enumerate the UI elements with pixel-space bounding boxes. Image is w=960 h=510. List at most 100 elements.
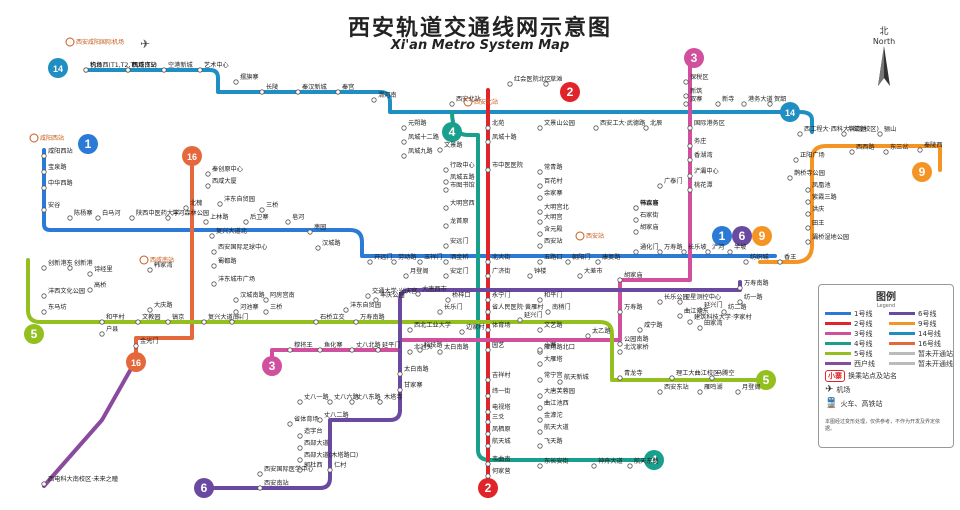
station[interactable]: 丈八东路: [349, 393, 382, 405]
station[interactable]: 西电科大南校区·未来之瞳: [41, 475, 118, 487]
station[interactable]: 甘家寨: [397, 381, 423, 393]
station[interactable]: 含元殿: [537, 225, 563, 237]
station[interactable]: 石家街: [633, 211, 659, 223]
station[interactable]: 丈八一路: [297, 393, 330, 405]
station[interactable]: 秦创原中心: [205, 165, 243, 177]
station[interactable]: 万寿南路: [353, 313, 386, 325]
station[interactable]: 五路口: [537, 253, 563, 265]
station[interactable]: 西咸大厦: [205, 177, 237, 189]
station[interactable]: 创新港东: [41, 259, 73, 271]
station[interactable]: 沣东自贸园: [343, 301, 381, 313]
station[interactable]: 康复路: [595, 253, 622, 265]
station[interactable]: 沣河森林公园: [165, 209, 209, 221]
station[interactable]: 万寿路: [657, 243, 684, 255]
station[interactable]: 沣西文化公园: [41, 287, 85, 299]
station[interactable]: 体育场: [485, 321, 511, 333]
station[interactable]: 曲江池东: [677, 307, 709, 319]
station[interactable]: 卫星测控中心: [677, 293, 721, 305]
station[interactable]: 三桥: [263, 303, 283, 315]
station[interactable]: 渭河南: [371, 91, 397, 103]
station[interactable]: 三爻: [485, 414, 505, 425]
station[interactable]: 后卫寨: [243, 213, 269, 225]
station[interactable]: 飞天路: [537, 437, 564, 449]
station[interactable]: 西安工大·武德路: [593, 119, 646, 131]
station[interactable]: 开远门: [367, 253, 393, 265]
station[interactable]: 交通大学·兴庆宫: [365, 287, 417, 299]
station[interactable]: 东三岔: [883, 143, 909, 155]
station[interactable]: 青龙寺: [617, 369, 643, 381]
station[interactable]: 市中医医院: [485, 161, 523, 173]
station[interactable]: 胡家庙: [617, 271, 643, 283]
station[interactable]: 河池寨: [233, 303, 259, 315]
station[interactable]: 西安国际足球中心: [211, 243, 268, 255]
station[interactable]: 长乐公园: [657, 293, 689, 305]
station[interactable]: 理工大曲江校区: [669, 369, 720, 381]
station[interactable]: 保税区: [683, 73, 709, 85]
station[interactable]: 宝泉路: [41, 163, 68, 175]
station[interactable]: 建筑科技大学·李家村: [687, 313, 752, 325]
station[interactable]: 西工程大·西科大(临潼校区): [797, 125, 879, 137]
station[interactable]: 户县: [99, 325, 119, 337]
station[interactable]: 纺一路: [737, 293, 764, 305]
station[interactable]: 钓台: [83, 61, 103, 73]
station[interactable]: 复兴大道北: [209, 227, 248, 239]
station[interactable]: 陕西中医药大学: [129, 209, 180, 221]
station[interactable]: 白马河: [95, 209, 121, 221]
station[interactable]: 凤城五路: [443, 173, 476, 185]
station[interactable]: 凤城十二路: [401, 133, 440, 145]
station[interactable]: 太乙路: [585, 327, 612, 339]
station[interactable]: 行政中心: [443, 161, 475, 173]
station[interactable]: 纺二路: [721, 303, 748, 315]
station[interactable]: 园艺: [485, 341, 505, 353]
station[interactable]: 务庄: [687, 137, 707, 149]
station[interactable]: 沣东城市广场: [211, 275, 255, 287]
station[interactable]: 北大街: [485, 253, 511, 265]
station[interactable]: 航天东路: [627, 457, 660, 469]
station[interactable]: 延平门: [375, 341, 401, 353]
station[interactable]: 马腾空: [709, 369, 735, 381]
station[interactable]: 小寨: [537, 341, 557, 353]
station[interactable]: 劳动路: [391, 253, 418, 265]
station[interactable]: 骊山: [877, 125, 897, 137]
station[interactable]: 咸宁路: [637, 321, 664, 333]
station[interactable]: 枣园: [307, 223, 327, 235]
station[interactable]: 何家营: [485, 467, 511, 479]
station[interactable]: 穆将王: [287, 341, 313, 353]
station[interactable]: 西部大道(木塔路口): [297, 451, 359, 463]
station[interactable]: 西部大道: [297, 439, 329, 451]
station[interactable]: 北沈家桥: [617, 343, 649, 355]
station[interactable]: 凤凰池: [805, 181, 831, 193]
station[interactable]: 大唐西市: [415, 285, 447, 297]
station[interactable]: 大明宫北: [537, 203, 570, 215]
station[interactable]: 大庆路: [147, 301, 174, 313]
station[interactable]: 韦曲南: [485, 455, 511, 467]
station[interactable]: 元朔路: [401, 119, 428, 131]
station[interactable]: 月登阁: [735, 383, 761, 395]
station[interactable]: 洪庆: [805, 205, 825, 217]
station[interactable]: 公园南路: [617, 335, 650, 347]
station[interactable]: 东长安街: [537, 457, 569, 469]
station[interactable]: 通化门: [633, 243, 659, 255]
station[interactable]: 广泰门: [657, 177, 683, 189]
station[interactable]: 和平村: [99, 313, 125, 325]
station[interactable]: 广济街: [485, 267, 511, 279]
station[interactable]: 西北工业大学: [407, 321, 451, 333]
station[interactable]: 安谷: [41, 201, 61, 213]
station[interactable]: 丈八六路: [327, 393, 360, 405]
station[interactable]: 朝阳门: [565, 253, 591, 265]
station[interactable]: 南稍门: [545, 303, 571, 315]
station[interactable]: 北池头: [407, 343, 433, 355]
station[interactable]: 洒金桥: [443, 253, 469, 265]
station[interactable]: 陈杨寨: [67, 209, 93, 221]
station[interactable]: 汉城路: [315, 239, 342, 251]
station[interactable]: 永宁门: [485, 291, 511, 303]
station[interactable]: 万寿南路: [737, 279, 770, 291]
station[interactable]: 西安北站: [449, 95, 481, 107]
station[interactable]: 中华西路: [41, 179, 74, 191]
station[interactable]: 胡家庙: [633, 223, 659, 235]
station[interactable]: 鱼化寨: [317, 341, 343, 353]
station[interactable]: 北槐: [183, 199, 203, 211]
station[interactable]: 双寨: [683, 95, 703, 107]
station[interactable]: 神舟大道: [591, 457, 623, 469]
station[interactable]: 航天新城: [557, 373, 589, 385]
